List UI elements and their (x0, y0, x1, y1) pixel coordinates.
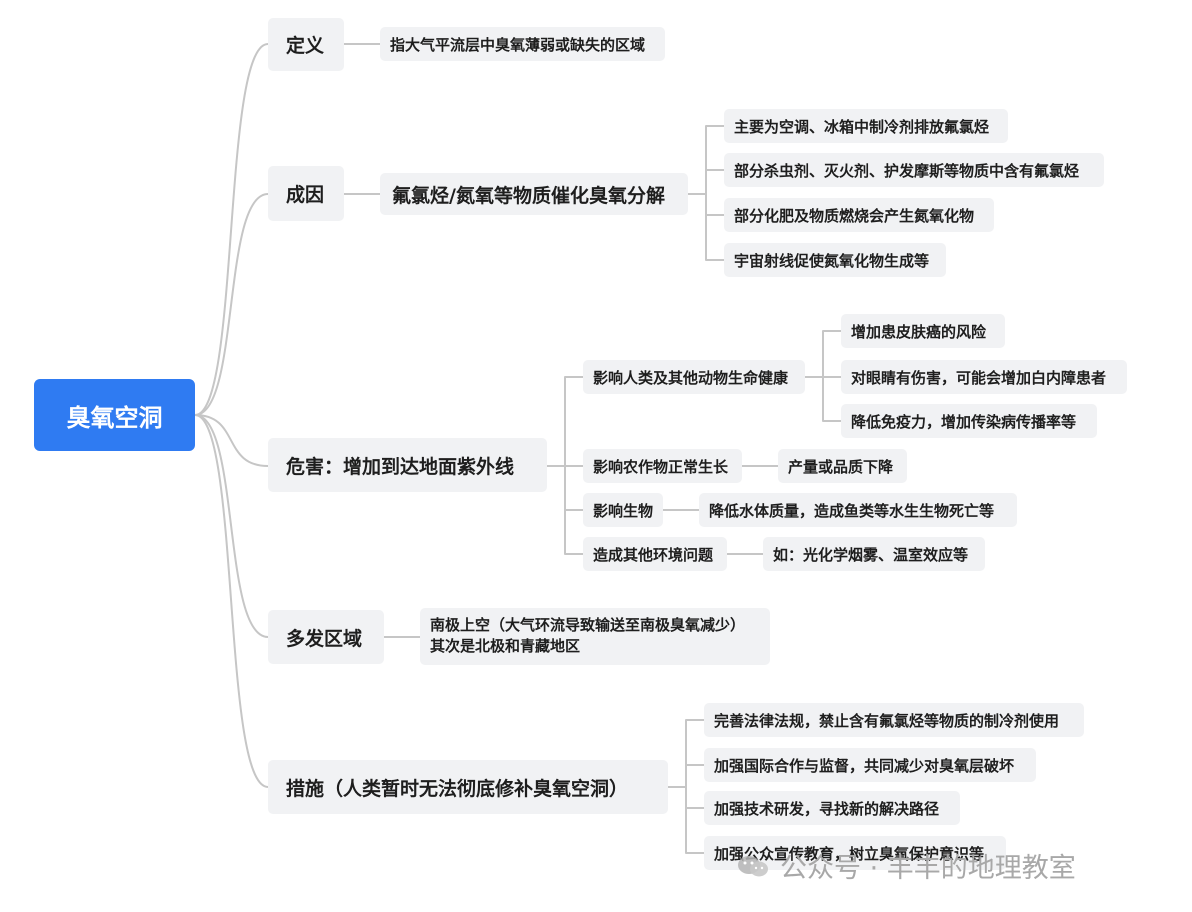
harm-environment[interactable]: 造成其他环境问题 (583, 537, 727, 571)
harm-biology[interactable]: 影响生物 (583, 493, 663, 527)
health-item[interactable]: 降低免疫力，增加传染病传播率等 (841, 404, 1097, 438)
link-harm-subitems (546, 376, 584, 555)
definition-detail[interactable]: 指大气平流层中臭氧薄弱或缺失的区域 (380, 27, 665, 61)
branch-harm[interactable]: 危害：增加到达地面紫外线 (268, 438, 547, 492)
measures-item[interactable]: 加强国际合作与监督，共同减少对臭氧层破坏 (704, 748, 1036, 782)
link-root-region (194, 414, 269, 638)
measures-item[interactable]: 完善法律法规，禁止含有氟氯烃等物质的制冷剂使用 (704, 703, 1084, 737)
link-root-definition (194, 43, 269, 416)
region-detail[interactable]: 南极上空（大气环流导致输送至南极臭氧减少） 其次是北极和青藏地区 (420, 608, 770, 665)
link-measures-items (667, 719, 705, 854)
region-detail-line1: 南极上空（大气环流导致输送至南极臭氧减少） (430, 616, 746, 634)
biology-detail[interactable]: 降低水体质量，造成鱼类等水生生物死亡等 (699, 493, 1017, 527)
watermark: 公众号 · 丰丰的地理教室 (736, 846, 1076, 885)
branch-region[interactable]: 多发区域 (268, 610, 384, 664)
branch-measures[interactable]: 措施（人类暂时无法彻底修补臭氧空洞） (268, 760, 668, 814)
cause-item[interactable]: 部分化肥及物质燃烧会产生氮氧化物 (724, 198, 994, 232)
harm-crops[interactable]: 影响农作物正常生长 (583, 449, 742, 483)
cause-summary[interactable]: 氟氯烃/氮氧等物质催化臭氧分解 (380, 173, 688, 215)
wechat-icon (738, 855, 768, 876)
branch-definition[interactable]: 定义 (268, 18, 344, 71)
cause-item[interactable]: 主要为空调、冰箱中制冷剂排放氟氯烃 (724, 109, 1008, 143)
measures-item[interactable]: 加强技术研发，寻找新的解决路径 (704, 791, 960, 825)
link-health-items (804, 330, 842, 422)
link-root-measures (194, 414, 269, 788)
crops-detail[interactable]: 产量或品质下降 (778, 449, 907, 483)
environment-detail[interactable]: 如：光化学烟雾、温室效应等 (763, 537, 985, 571)
link-cause-items (687, 125, 725, 261)
health-item[interactable]: 对眼睛有伤害，可能会增加白内障患者 (841, 360, 1127, 394)
harm-health[interactable]: 影响人类及其他动物生命健康 (583, 360, 805, 394)
cause-item[interactable]: 宇宙射线促使氮氧化物生成等 (724, 243, 946, 277)
watermark-text: 公众号 · 丰丰的地理教室 (780, 853, 1076, 884)
cause-item[interactable]: 部分杀虫剂、灭火剂、护发摩斯等物质中含有氟氯烃 (724, 153, 1104, 187)
region-detail-line2: 其次是北极和青藏地区 (430, 637, 581, 655)
root-topic[interactable]: 臭氧空洞 (34, 379, 195, 451)
health-item[interactable]: 增加患皮肤癌的风险 (841, 314, 1005, 348)
branch-cause[interactable]: 成因 (268, 166, 344, 221)
link-root-harm (194, 414, 269, 467)
link-root-cause (194, 193, 269, 416)
